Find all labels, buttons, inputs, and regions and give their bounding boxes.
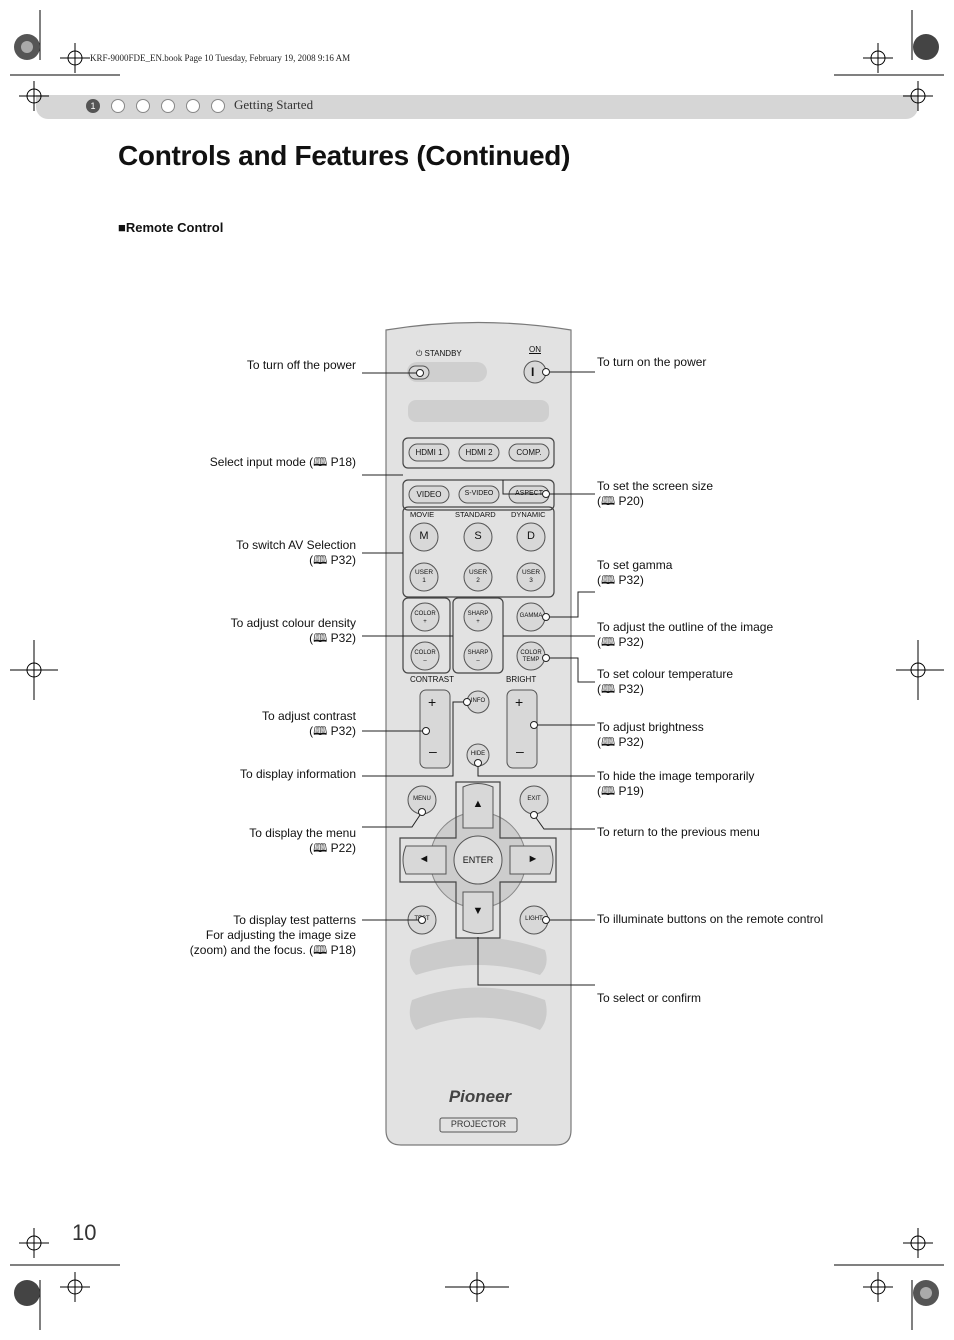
callout-text: To turn on the power bbox=[597, 355, 707, 369]
callout-text: To adjust brightness bbox=[597, 720, 704, 734]
chapter-step-5 bbox=[186, 99, 200, 113]
callout-gamma: To set gamma(🕮 P32) bbox=[597, 558, 672, 588]
callout-text: To hide the image temporarily bbox=[597, 769, 755, 783]
callout-colour-density: To adjust colour density(🕮 P32) bbox=[231, 616, 356, 646]
callout-text: To display information bbox=[239, 767, 356, 781]
callout-text: To set colour temperature bbox=[597, 667, 734, 681]
callout-text: To adjust colour density bbox=[230, 616, 356, 630]
callout-display-menu: To display the menu(🕮 P22) bbox=[249, 826, 356, 856]
callout-turn-on-power: To turn on the power bbox=[597, 355, 706, 370]
callout-brightness: To adjust brightness(🕮 P32) bbox=[597, 720, 704, 750]
section-label: Getting Started bbox=[234, 97, 314, 112]
callout-text: To return to the previous menu bbox=[597, 825, 760, 839]
callout-ref: (🕮 P32) bbox=[309, 724, 356, 738]
callout-ref: (🕮 P32) bbox=[597, 682, 644, 696]
callout-turn-off-power: To turn off the power bbox=[247, 358, 356, 373]
file-info: KRF-9000FDE_EN.book Page 10 Tuesday, Feb… bbox=[90, 53, 351, 63]
callout-select-input: Select input mode (🕮 P18) bbox=[210, 455, 356, 470]
callout-text: To adjust contrast bbox=[261, 709, 356, 723]
callout-display-info: To display information bbox=[240, 767, 356, 782]
callout-hide-image: To hide the image temporarily(🕮 P19) bbox=[597, 769, 754, 799]
subheading: ■Remote Control bbox=[118, 220, 224, 235]
page-number: 10 bbox=[72, 1220, 97, 1245]
callout-text: To adjust the outline of the image bbox=[597, 620, 774, 634]
callout-previous-menu: To return to the previous menu bbox=[597, 825, 760, 840]
callout-ref: (🕮 P32) bbox=[597, 635, 644, 649]
callout-text: Select input mode (🕮 P18) bbox=[209, 455, 356, 469]
callout-ref: (🕮 P32) bbox=[597, 735, 644, 749]
callout-text: To switch AV Selection bbox=[236, 538, 356, 552]
chapter-step-6 bbox=[211, 99, 225, 113]
callout-text: To set the screen size bbox=[597, 479, 714, 493]
callout-text: To display test patterns bbox=[233, 913, 356, 927]
callout-select-confirm: To select or confirm bbox=[597, 991, 701, 1006]
chapter-step-4 bbox=[161, 99, 175, 113]
header-bar bbox=[36, 95, 918, 119]
callout-contrast: To adjust contrast(🕮 P32) bbox=[262, 709, 356, 739]
callout-illuminate: To illuminate buttons on the remote cont… bbox=[597, 912, 823, 927]
callout-screen-size: To set the screen size(🕮 P20) bbox=[597, 479, 713, 509]
chapter-step-1: 1 bbox=[86, 99, 100, 113]
callout-text-3: (zoom) and the focus. (🕮 P18) bbox=[189, 943, 356, 957]
callout-av-selection: To switch AV Selection(🕮 P32) bbox=[236, 538, 356, 568]
callout-ref: (🕮 P32) bbox=[309, 631, 356, 645]
callout-text: To illuminate buttons on the remote cont… bbox=[597, 912, 824, 926]
callout-ref: (🕮 P32) bbox=[309, 553, 356, 567]
callout-ref: (🕮 P22) bbox=[309, 841, 356, 855]
callout-text: To turn off the power bbox=[246, 358, 356, 372]
page-title: Controls and Features (Continued) bbox=[118, 140, 571, 171]
callout-colour-temp: To set colour temperature(🕮 P32) bbox=[597, 667, 733, 697]
callout-text: To display the menu bbox=[249, 826, 356, 840]
callout-text-2: For adjusting the image size bbox=[205, 928, 356, 942]
callout-outline: To adjust the outline of the image(🕮 P32… bbox=[597, 620, 773, 650]
callout-text: To select or confirm bbox=[597, 991, 702, 1005]
callout-ref: (🕮 P19) bbox=[597, 784, 644, 798]
callout-ref: (🕮 P32) bbox=[597, 573, 644, 587]
chapter-step-2 bbox=[111, 99, 125, 113]
chapter-step-3 bbox=[136, 99, 150, 113]
callout-text: To set gamma bbox=[597, 558, 673, 572]
callout-ref: (🕮 P20) bbox=[597, 494, 644, 508]
